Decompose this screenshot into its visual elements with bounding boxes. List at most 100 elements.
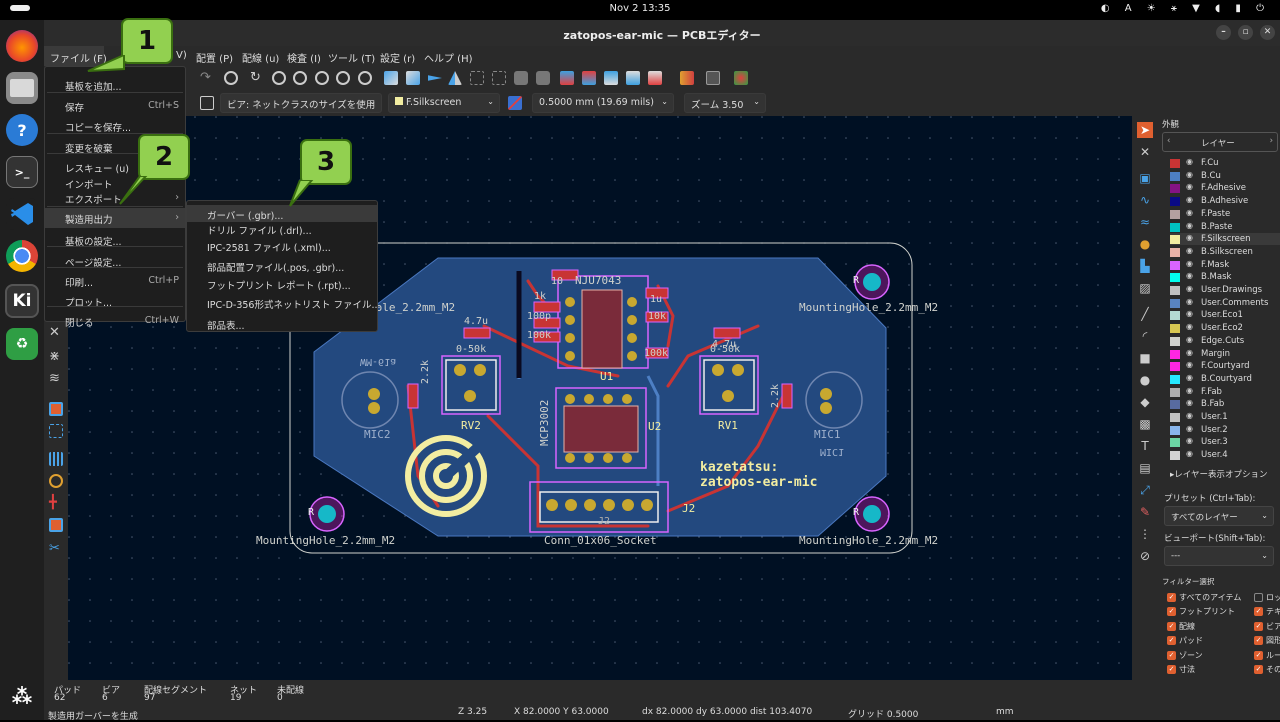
- filter-checkbox[interactable]: ✓: [1254, 665, 1263, 674]
- trash-icon[interactable]: ♻: [6, 328, 38, 360]
- layer-color-swatch[interactable]: [1170, 425, 1180, 435]
- schematic-icon[interactable]: [680, 71, 694, 85]
- fab-menu-item[interactable]: 部品配置ファイル(.pos, .gbr)...: [187, 257, 377, 274]
- eye-icon[interactable]: ◉: [1186, 157, 1193, 166]
- eye-icon[interactable]: ◉: [1186, 258, 1193, 268]
- tune-length-icon[interactable]: ≈: [1139, 215, 1151, 229]
- eye-icon[interactable]: ◉: [1186, 296, 1193, 306]
- clock[interactable]: Nov 2 13:35: [609, 3, 671, 14]
- curved-ratsnest-icon[interactable]: ⋇: [49, 349, 60, 364]
- menu-route[interactable]: 配線 (u): [242, 54, 280, 65]
- filter-checkbox[interactable]: ✓: [1254, 651, 1263, 660]
- help-icon[interactable]: ?: [6, 114, 38, 146]
- via-display-icon[interactable]: [49, 474, 63, 488]
- layer-color-swatch[interactable]: [1170, 197, 1180, 207]
- tab-left-icon[interactable]: ‹: [1167, 136, 1171, 146]
- draw-rectangle-icon[interactable]: ■: [1139, 351, 1151, 365]
- eye-icon[interactable]: ◉: [1186, 334, 1193, 344]
- eye-icon[interactable]: ◉: [1186, 372, 1193, 382]
- layer-row[interactable]: ◉User.Comments: [1170, 297, 1280, 309]
- vscode-icon[interactable]: [6, 198, 38, 230]
- eye-icon[interactable]: ◉: [1186, 309, 1193, 319]
- filter-checkbox[interactable]: ✓: [1167, 593, 1176, 602]
- eye-icon[interactable]: ◉: [1186, 169, 1193, 179]
- eye-icon[interactable]: ◉: [1186, 449, 1193, 459]
- kicad-icon[interactable]: Ki: [5, 284, 39, 318]
- add-zone-icon[interactable]: ▙: [1140, 259, 1150, 273]
- footprint-browser-icon[interactable]: [582, 71, 596, 85]
- eye-icon[interactable]: ◉: [1186, 347, 1193, 357]
- eye-icon[interactable]: ◉: [1186, 360, 1193, 370]
- menu-help[interactable]: ヘルプ (H): [424, 54, 473, 65]
- drc-icon[interactable]: [648, 71, 662, 85]
- layer-select[interactable]: F.Silkscreen⌄: [388, 93, 500, 113]
- layer-color-swatch[interactable]: [1170, 336, 1180, 346]
- layer-color-swatch[interactable]: [1170, 311, 1180, 321]
- tab-right-icon[interactable]: ›: [1269, 136, 1273, 146]
- measure-icon[interactable]: ⊘: [1139, 549, 1151, 563]
- maximize-button[interactable]: ▫: [1238, 25, 1253, 40]
- delete-tool-icon[interactable]: ✎: [1139, 505, 1151, 519]
- track-display-icon[interactable]: ╋: [49, 495, 57, 510]
- eye-icon[interactable]: ◉: [1186, 182, 1193, 192]
- zoom-out-icon[interactable]: [293, 71, 307, 85]
- menu-file[interactable]: ファイル (F): [44, 46, 107, 66]
- zoom-fit-icon[interactable]: [315, 71, 329, 85]
- layer-row[interactable]: ◉User.Eco1: [1170, 309, 1280, 321]
- layer-color-swatch[interactable]: [1170, 451, 1180, 461]
- file-menu-item[interactable]: コピーを保存...: [45, 116, 185, 134]
- rotate-cw-icon[interactable]: [406, 71, 420, 85]
- layer-color-swatch[interactable]: [1170, 247, 1180, 257]
- layer-color-swatch[interactable]: [1170, 209, 1180, 219]
- fab-menu-item[interactable]: IPC-D-356形式ネットリスト ファイル...: [187, 294, 381, 311]
- layer-display-options[interactable]: ▸レイヤー表示オプション: [1170, 470, 1268, 480]
- filter-checkbox[interactable]: ✓: [1254, 622, 1263, 631]
- filter-checkbox[interactable]: ✓: [1167, 622, 1176, 631]
- draw-arc-icon[interactable]: ◜: [1142, 329, 1148, 343]
- flip-icon[interactable]: [428, 75, 442, 81]
- zoom-objects-icon[interactable]: [336, 71, 350, 85]
- fab-menu-item[interactable]: IPC-2581 ファイル (.xml)...: [187, 237, 377, 254]
- layer-row[interactable]: ◉B.Silkscreen: [1170, 246, 1280, 258]
- layer-color-swatch[interactable]: [1170, 222, 1180, 232]
- file-menu-item[interactable]: 基板を追加...: [45, 75, 185, 93]
- layer-color-swatch[interactable]: [1170, 400, 1180, 410]
- layer-color-swatch[interactable]: [1170, 298, 1180, 308]
- file-menu-item[interactable]: 変更を破棄: [45, 137, 185, 155]
- menu-view[interactable]: V): [176, 50, 187, 61]
- layer-row[interactable]: ◉User.3: [1170, 436, 1280, 448]
- eye-icon[interactable]: ◉: [1186, 207, 1193, 217]
- track-width-icon[interactable]: [200, 96, 214, 110]
- layer-row[interactable]: ◉Edge.Cuts: [1170, 335, 1280, 347]
- filter-checkbox[interactable]: [1254, 593, 1263, 602]
- filter-checkbox[interactable]: ✓: [1167, 665, 1176, 674]
- file-menu-item[interactable]: 印刷...Ctrl+P: [45, 271, 185, 289]
- zoom-redraw-icon[interactable]: [224, 71, 238, 85]
- eye-icon[interactable]: ◉: [1186, 398, 1193, 408]
- layer-color-swatch[interactable]: [1170, 438, 1180, 448]
- eye-icon[interactable]: ◉: [1186, 233, 1193, 243]
- net-highlight-icon[interactable]: ≋: [49, 371, 60, 386]
- footprint-editor-icon[interactable]: [560, 71, 574, 85]
- layer-color-swatch[interactable]: [1170, 171, 1180, 181]
- eye-icon[interactable]: ◉: [1186, 411, 1193, 420]
- fab-menu-item[interactable]: フットプリント レポート (.rpt)...: [187, 275, 377, 292]
- layer-row[interactable]: ◉User.Drawings: [1170, 284, 1280, 296]
- high-contrast-icon[interactable]: [49, 518, 63, 532]
- unlock-icon[interactable]: [536, 71, 550, 85]
- firefox-icon[interactable]: [6, 30, 38, 62]
- eye-icon[interactable]: ◉: [1186, 322, 1193, 332]
- menu-inspect[interactable]: 検査 (I): [287, 54, 321, 65]
- layer-row[interactable]: ◉User.Eco2: [1170, 322, 1280, 334]
- layer-color-swatch[interactable]: [1170, 286, 1180, 295]
- activities-indicator[interactable]: [10, 5, 30, 11]
- layer-row[interactable]: ◉B.Cu: [1170, 170, 1280, 182]
- menu-settings[interactable]: 設定 (r): [380, 54, 416, 65]
- filter-checkbox[interactable]: ✓: [1167, 651, 1176, 660]
- chrome-icon[interactable]: [6, 240, 38, 272]
- file-menu-item[interactable]: ページ設定...: [45, 251, 185, 269]
- file-menu-item[interactable]: インポート: [45, 173, 185, 191]
- add-via-icon[interactable]: ●: [1139, 237, 1151, 251]
- update-pcb-icon[interactable]: [604, 71, 618, 85]
